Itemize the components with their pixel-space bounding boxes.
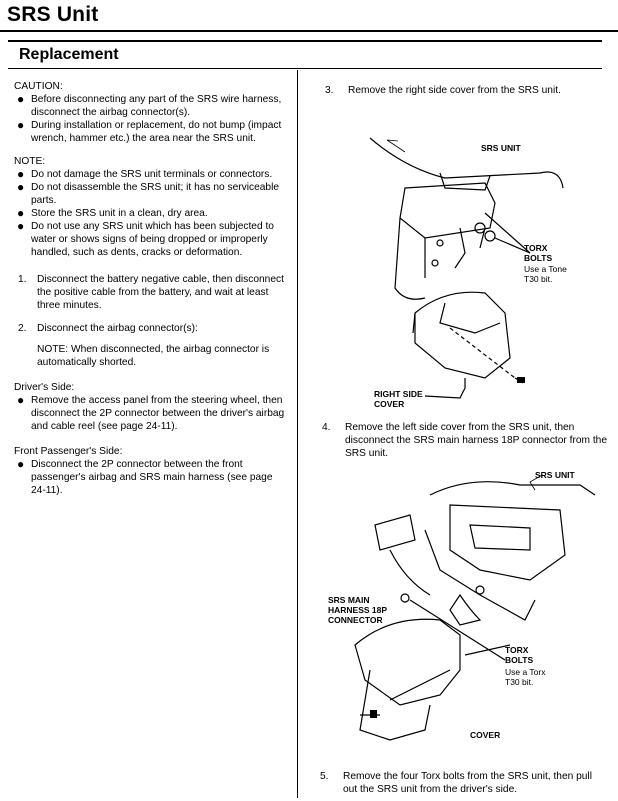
section-title: Replacement (19, 46, 119, 63)
bullet-icon: ● (17, 118, 25, 132)
note-heading: NOTE: (14, 156, 46, 167)
drivers-side-heading: Driver's Side: (14, 382, 75, 393)
bullet-icon: ● (17, 180, 25, 194)
note-item: ●Do not damage the SRS unit terminals or… (17, 167, 273, 181)
fig2-srs-unit-label: SRS UNIT (535, 470, 575, 480)
step-2-note: NOTE: When disconnected, the airbag conn… (37, 344, 270, 368)
title-rule (0, 30, 618, 32)
step-3: 3.Remove the right side cover from the S… (325, 85, 561, 96)
passenger-side-block: Front Passenger's Side: ●Disconnect the … (14, 445, 288, 497)
caution-item: ●During installation or replacement, do … (17, 118, 282, 145)
note-item: ●Store the SRS unit in a clean, dry area… (17, 206, 208, 220)
figure-right-cover (369, 137, 564, 399)
column-divider (297, 70, 298, 798)
left-column: CAUTION: ●Before disconnecting any part … (14, 80, 288, 507)
bullet-icon: ● (17, 206, 25, 220)
fig1-srs-unit-label: SRS UNIT (481, 143, 521, 153)
caution-block: CAUTION: ●Before disconnecting any part … (14, 80, 288, 145)
bullet-icon: ● (17, 219, 25, 233)
fig2-harness-label: SRS MAIN HARNESS 18P CONNECTOR (328, 595, 387, 625)
step-5: 5.Remove the four Torx bolts from the SR… (320, 771, 592, 795)
bullet-icon: ● (17, 167, 25, 181)
step-2: 2.Disconnect the airbag connector(s): (18, 323, 198, 334)
bullet-icon: ● (17, 393, 25, 407)
bullet-icon: ● (17, 92, 25, 106)
fig2-torx-bolts-label: TORX BOLTS (505, 645, 534, 665)
section-rule-bottom (8, 68, 602, 69)
page-title: SRS Unit (7, 3, 99, 26)
drivers-side-block: Driver's Side: ●Remove the access panel … (14, 381, 288, 433)
note-item: ●Do not use any SRS unit which has been … (17, 219, 274, 259)
passenger-side-item: ●Disconnect the 2P connector between the… (17, 457, 273, 497)
fig1-right-side-cover-label: RIGHT SIDE COVER (374, 389, 423, 409)
fig2-cover-label: COVER (470, 730, 501, 740)
caution-heading: CAUTION: (14, 81, 63, 92)
fig1-torx-bolts-label: TORX BOLTS (524, 243, 553, 263)
fig1-tone-bit-label: Use a Tone T30 bit. (524, 264, 567, 284)
note-block: NOTE: ●Do not damage the SRS unit termin… (14, 155, 288, 259)
bullet-icon: ● (17, 457, 25, 471)
passenger-side-heading: Front Passenger's Side: (14, 446, 123, 457)
step-4: 4.Remove the left side cover from the SR… (322, 422, 607, 459)
fig2-torx-bit-label: Use a Torx T30 bit. (505, 667, 546, 687)
figure-left-cover (354, 474, 596, 741)
caution-item: ●Before disconnecting any part of the SR… (17, 92, 282, 119)
drivers-side-item: ●Remove the access panel from the steeri… (17, 393, 285, 433)
step-1: 1.Disconnect the battery negative cable,… (18, 274, 284, 311)
section-rule-top (8, 40, 602, 42)
note-item: ●Do not disassemble the SRS unit; it has… (17, 180, 280, 207)
